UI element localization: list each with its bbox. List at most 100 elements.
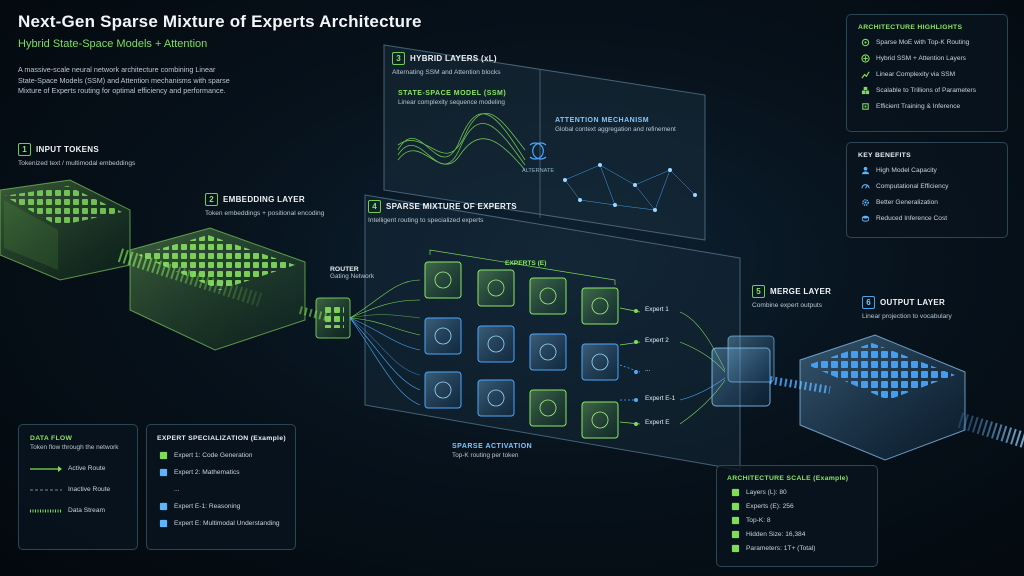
nodes-icon: [731, 544, 740, 553]
gauge-icon: [861, 182, 870, 191]
scale-item: Hidden Size: 16,384: [731, 530, 877, 539]
code-icon: [159, 451, 168, 460]
alternate-label: ALTERNATE: [522, 168, 555, 174]
gear-icon: [861, 198, 870, 207]
ssm-title: STATE-SPACE MODEL (SSM): [398, 90, 507, 97]
step-number: 4: [368, 200, 381, 213]
router-description: Gating Network: [330, 273, 375, 280]
step-description: Tokenized text / multimodal embeddings: [18, 160, 136, 167]
experts-bracket: [429, 249, 616, 285]
cube-icon: [731, 530, 740, 539]
active-route-swatch: [30, 465, 62, 472]
step-title: SPARSE MIXTURE OF EXPERTS: [386, 202, 517, 211]
routing-lines: [349, 279, 421, 406]
step-number: 5: [752, 285, 765, 298]
chip-icon: [861, 102, 870, 111]
ssm-description: Linear complexity sequence modeling: [398, 99, 505, 106]
ssm-block-label: STATE-SPACE MODEL (SSM) Linear complexit…: [398, 90, 528, 106]
highlight-item: Efficient Training & Inference: [861, 102, 1007, 111]
output-layer-block: [799, 334, 966, 461]
data-flow-title: DATA FLOW: [30, 435, 73, 442]
step-description: Alternating SSM and Attention blocks: [392, 69, 501, 76]
specialization-item: Expert E: Multimodal Understanding: [159, 519, 295, 528]
step-number: 6: [862, 296, 875, 309]
expert-label-e: Expert E: [645, 419, 670, 426]
data-flow-panel: DATA FLOW Token flow through the network…: [18, 424, 138, 550]
sparse-activation-title: SPARSE ACTIVATION: [452, 443, 533, 450]
sparse-activation-label: SPARSE ACTIVATION Top-K routing per toke…: [452, 443, 532, 459]
expert-core-icons: [434, 271, 609, 429]
step-title: HYBRID LAYERS (xL): [410, 54, 497, 63]
cubes-icon: [861, 86, 870, 95]
highlight-item: Scalable to Trillions of Parameters: [861, 86, 1007, 95]
step-hybrid-layers: 3 HYBRID LAYERS (xL) Alternating SSM and …: [392, 52, 532, 77]
specialization-item: Expert 1: Code Generation: [159, 451, 295, 460]
network-icon: [861, 38, 870, 47]
highlights-title: ARCHITECTURE HIGHLIGHTS: [858, 24, 963, 31]
users-icon: [861, 166, 870, 175]
coin-icon: [861, 214, 870, 223]
router-label: ROUTER Gating Network: [330, 266, 374, 280]
attention-nodes: [563, 163, 697, 212]
benefit-item: High Model Capacity: [861, 166, 1007, 175]
legend-data-stream: Data Stream: [30, 507, 137, 514]
step-number: 1: [18, 143, 31, 156]
expert-label-ellipsis: ...: [645, 366, 651, 373]
experts-grid: [424, 261, 641, 439]
chart-icon: [861, 70, 870, 79]
scale-item: Experts (E): 256: [731, 502, 877, 511]
scale-item: Top-K: 8: [731, 516, 877, 525]
attention-description: Global context aggregation and refinemen…: [555, 126, 676, 133]
alternate-cycle-icon: [529, 142, 547, 160]
attention-title: ATTENTION MECHANISM: [555, 117, 650, 124]
expert-label-1: Expert 1: [645, 306, 669, 313]
highlight-item: Sparse MoE with Top-K Routing: [861, 38, 1007, 47]
step-input-tokens: 1 INPUT TOKENS Tokenized text / multimoda…: [18, 143, 135, 168]
layers-icon: [731, 488, 740, 497]
expert-row-2: [424, 317, 619, 381]
data-flow-description: Token flow through the network: [30, 444, 119, 451]
key-benefits-panel: KEY BENEFITS High Model Capacity Computa…: [846, 142, 1008, 238]
specialization-item: Expert 2: Mathematics: [159, 468, 295, 477]
input-tokens-block: [0, 179, 131, 281]
router-title: ROUTER: [330, 266, 359, 273]
check-icon: [731, 516, 740, 525]
hybrid-layers-panel: [383, 44, 706, 241]
data-stream-swatch: [30, 509, 62, 512]
sparse-activation-description: Top-K routing per token: [452, 452, 519, 459]
ssm-waveform: [397, 112, 526, 171]
router-block: [315, 297, 351, 339]
architecture-scale-panel: ARCHITECTURE SCALE (Example) Layers (L):…: [716, 465, 878, 567]
brain-icon: [159, 502, 168, 511]
step-description: Combine expert outputs: [752, 302, 823, 309]
embedding-layer-block: [129, 227, 306, 351]
cubes-icon: [731, 502, 740, 511]
expert-label-2: Expert 2: [645, 337, 669, 344]
plus-circle-icon: [861, 54, 870, 63]
step-title: INPUT TOKENS: [36, 145, 100, 154]
benefit-item: Better Generalization: [861, 198, 1007, 207]
math-icon: [159, 468, 168, 477]
benefit-item: Reduced Inference Cost: [861, 214, 1007, 223]
highlight-item: Hybrid SSM + Attention Layers: [861, 54, 1007, 63]
inactive-route-swatch: [30, 489, 62, 490]
page-subtitle: Hybrid State-Space Models + Attention: [18, 38, 208, 50]
step-number: 3: [392, 52, 405, 65]
benefits-title: KEY BENEFITS: [858, 152, 911, 159]
attention-graph: [564, 164, 696, 211]
highlight-item: Linear Complexity via SSM: [861, 70, 1007, 79]
expert-row-1: [424, 261, 619, 325]
step-description: Intelligent routing to specialized exper…: [368, 217, 484, 224]
scale-item: Layers (L): 80: [731, 488, 877, 497]
step-sparse-moe: 4 SPARSE MIXTURE OF EXPERTS Intelligent r…: [368, 200, 538, 225]
attention-block-label: ATTENTION MECHANISM Global context aggre…: [555, 117, 685, 133]
legend-active-route: Active Route: [30, 465, 137, 472]
legend-inactive-route: Inactive Route: [30, 486, 137, 493]
step-description: Linear projection to vocabulary: [862, 313, 952, 320]
step-description: Token embeddings + positional encoding: [205, 210, 325, 217]
step-number: 2: [205, 193, 218, 206]
expert-specialization-title: EXPERT SPECIALIZATION (Example): [157, 435, 286, 442]
